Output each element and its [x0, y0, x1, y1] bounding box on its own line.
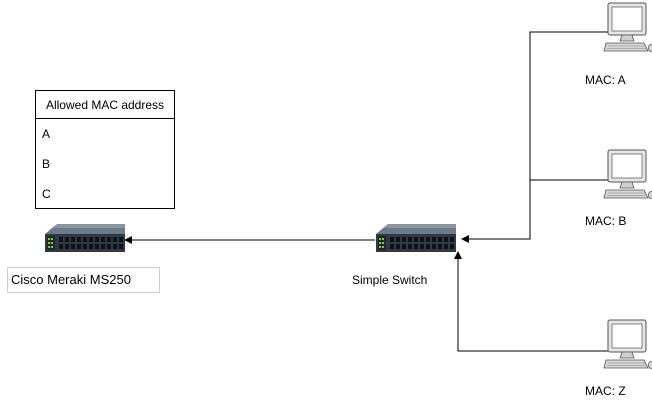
pc-a-label: MAC: A	[585, 73, 626, 87]
allowed-mac-row: A	[42, 127, 51, 141]
allowed-mac-table: Allowed MAC address A B C	[35, 90, 175, 209]
meraki-switch-icon	[45, 224, 125, 252]
link-pc-z-to-switch	[454, 251, 612, 352]
pc-a-icon	[603, 2, 652, 52]
allowed-mac-row: B	[42, 157, 51, 171]
allowed-mac-row: C	[42, 187, 51, 201]
simple-switch-label: Simple Switch	[352, 273, 428, 287]
link-pc-a-to-switch	[461, 31, 612, 243]
meraki-switch-label: Cisco Meraki MS250	[7, 267, 160, 293]
pc-z-icon	[603, 319, 652, 369]
pc-b-label: MAC: B	[585, 214, 627, 228]
allowed-mac-table-header: Allowed MAC address	[36, 91, 174, 119]
pc-b-icon	[603, 149, 652, 199]
simple-switch-icon	[376, 224, 456, 252]
pc-z-label: MAC: Z	[585, 384, 626, 398]
